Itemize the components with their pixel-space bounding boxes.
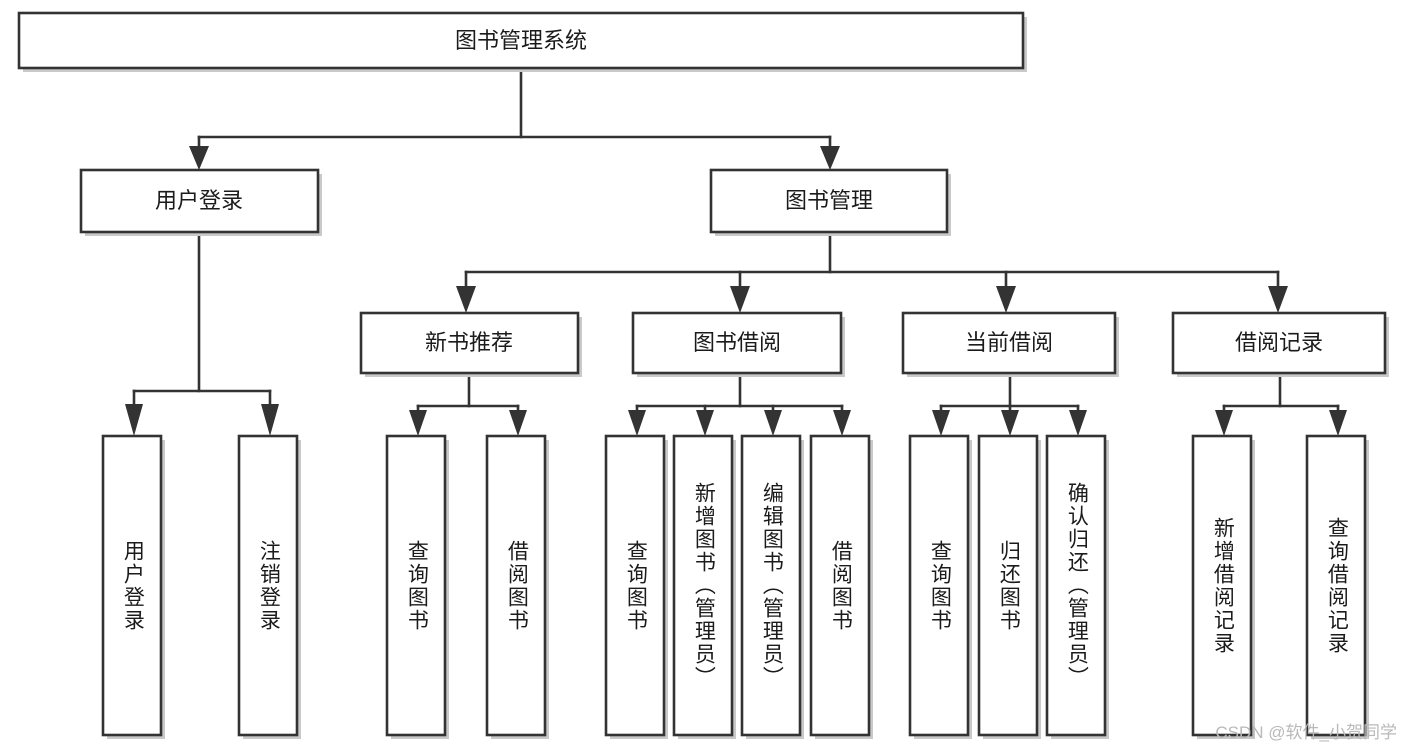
leaf5-box[interactable] xyxy=(604,434,666,737)
node-borrow[interactable]: 图书借阅 xyxy=(631,311,845,377)
node-current[interactable]: 当前借阅 xyxy=(901,311,1119,377)
node-newbook[interactable]: 新书推荐 xyxy=(359,311,582,377)
borrow-box[interactable] xyxy=(631,311,843,375)
login-label: 用户登录 xyxy=(155,188,243,213)
current-label: 当前借阅 xyxy=(965,330,1053,355)
arrow-to-leaf1 xyxy=(125,404,143,436)
arrow-to-leaf2 xyxy=(261,404,279,436)
arrow-to-leaf7 xyxy=(764,410,782,436)
login-box[interactable] xyxy=(79,168,320,234)
arrow-to-login xyxy=(189,146,209,170)
newbook-box[interactable] xyxy=(359,311,580,375)
leaf4-box[interactable] xyxy=(485,434,547,737)
leaf-box-group xyxy=(101,434,1369,739)
leaf8-box[interactable] xyxy=(809,434,871,737)
connector-group xyxy=(125,66,1347,436)
leaf2-box[interactable] xyxy=(237,434,299,737)
records-box[interactable] xyxy=(1171,311,1387,375)
arrow-to-borrow xyxy=(730,286,750,313)
arrow-to-bookmgmt xyxy=(820,146,840,170)
arrow-to-leaf12 xyxy=(1215,410,1233,436)
leaf13-box[interactable] xyxy=(1305,434,1367,737)
bookmgmt-box[interactable] xyxy=(709,168,949,234)
arrow-to-leaf10 xyxy=(1001,410,1019,436)
leaf11-box[interactable] xyxy=(1045,434,1107,737)
arrow-to-newbook xyxy=(456,286,476,313)
current-box[interactable] xyxy=(901,311,1117,375)
node-records[interactable]: 借阅记录 xyxy=(1171,311,1389,377)
arrow-to-leaf8 xyxy=(833,410,851,436)
leaf3-box[interactable] xyxy=(385,434,447,737)
records-label: 借阅记录 xyxy=(1235,330,1323,355)
arrow-to-leaf6 xyxy=(696,410,714,436)
node-root[interactable]: 图书管理系统 xyxy=(17,11,1027,72)
bookmgmt-label: 图书管理 xyxy=(785,188,873,213)
arrow-to-leaf4 xyxy=(509,410,527,436)
leaf7-box[interactable] xyxy=(740,434,802,737)
newbook-label: 新书推荐 xyxy=(425,330,513,355)
arrow-to-leaf9 xyxy=(932,410,950,436)
root-label: 图书管理系统 xyxy=(455,28,587,53)
arrow-to-leaf13 xyxy=(1329,410,1347,436)
arrow-to-records xyxy=(1268,286,1288,313)
leaf1-box[interactable] xyxy=(101,434,163,737)
arrow-to-leaf5 xyxy=(628,410,646,436)
arrow-to-leaf11 xyxy=(1069,410,1087,436)
leaf9-box[interactable] xyxy=(908,434,970,737)
leaf6-box[interactable] xyxy=(672,434,734,737)
node-bookmgmt[interactable]: 图书管理 xyxy=(709,168,951,236)
leaf10-box[interactable] xyxy=(977,434,1039,737)
arrow-to-current xyxy=(996,286,1016,313)
leaf12-box[interactable] xyxy=(1191,434,1253,737)
arrow-to-leaf3 xyxy=(409,410,427,436)
node-login[interactable]: 用户登录 xyxy=(79,168,322,236)
root-box[interactable] xyxy=(17,11,1025,70)
borrow-label: 图书借阅 xyxy=(693,330,781,355)
csdn-watermark: CSDN @软件_小贺同学 xyxy=(1215,723,1397,742)
